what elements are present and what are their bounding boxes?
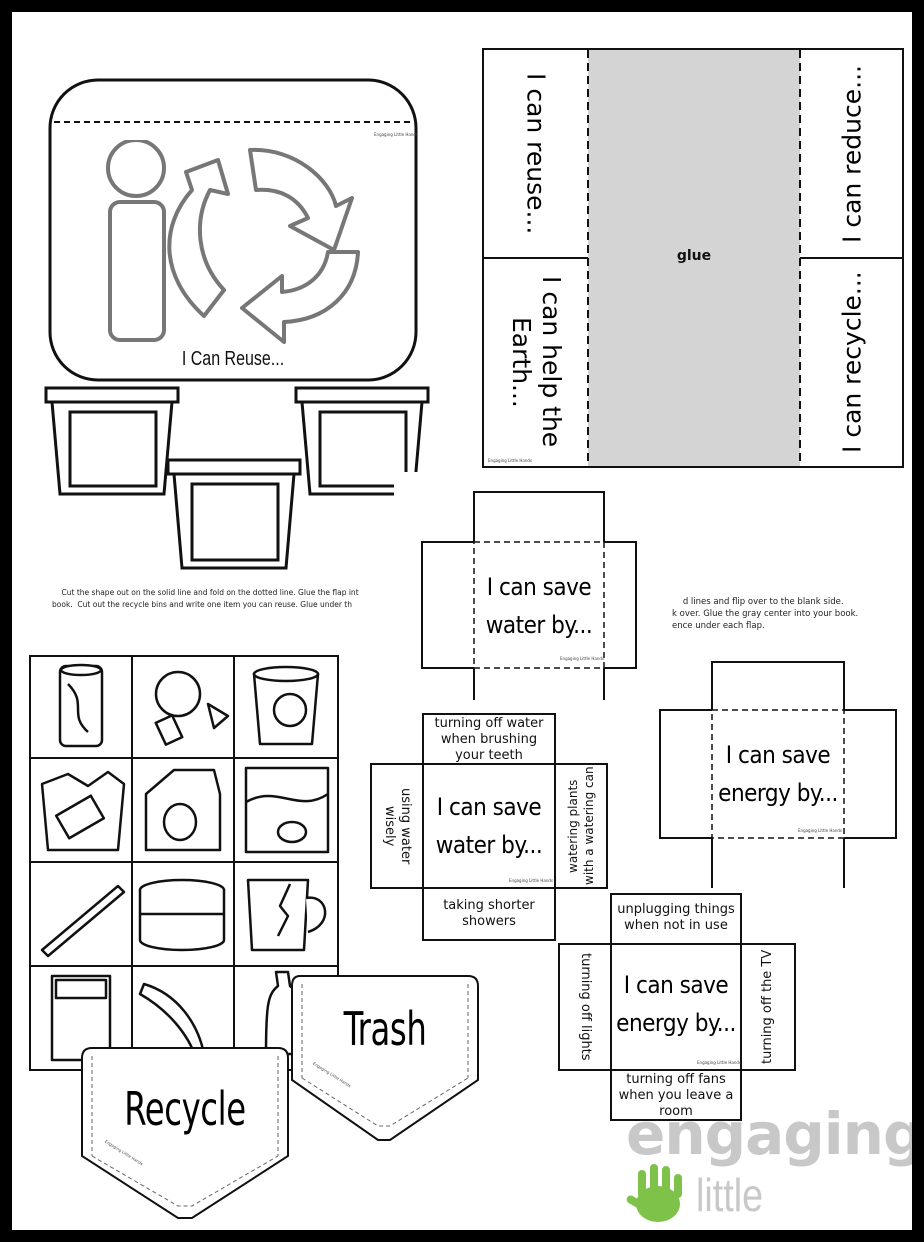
flap-reduce: I can reduce... <box>837 65 867 243</box>
flip-instructions-text: d lines and flip over to the blank side.… <box>672 597 859 631</box>
energy-filled-net: unplugging things when not in use turnin… <box>557 892 799 1122</box>
energy-tip-left-text: turning off lights <box>578 953 593 1061</box>
energy-tip-right-text: turning off the TV <box>760 949 775 1065</box>
brand-label: Engaging Little Hands <box>509 878 553 883</box>
recycle-bin-icons <box>44 386 432 582</box>
brand-label: Engaging Little Hands <box>798 828 842 833</box>
brand-label: Engaging Little Hands <box>488 458 532 463</box>
green-hand-icon <box>626 1164 682 1222</box>
water-tip-bottom: taking shorter showers <box>443 898 535 929</box>
flip-book: glue I can reuse... I can help the Earth… <box>482 48 904 468</box>
brand-label: Engaging Little Hands <box>697 1060 741 1065</box>
trash-pocket-label: Trash <box>343 1002 427 1056</box>
recycle-pocket: Recycle Engaging Little Hands <box>80 1046 290 1222</box>
tin-can-icon <box>138 878 226 952</box>
water-tip-left: using water wisely <box>373 766 421 886</box>
water-blank-net: I can save water by... Engaging Little H… <box>420 490 670 702</box>
flap-help-earth: I can help the Earth... <box>507 276 566 448</box>
brand-label: Engaging Little Hands <box>560 656 604 661</box>
water-filled-outline <box>370 713 608 941</box>
energy-filled-title: I can save energy by... <box>616 971 736 1037</box>
flip-instructions: d lines and flip over to the blank side.… <box>672 584 912 644</box>
flap-recycle: I can recycle... <box>837 271 867 453</box>
trash-pocket: Trash Engaging Little Hands <box>290 974 480 1144</box>
energy-tip-left: turning off lights <box>561 946 609 1068</box>
energy-tip-top: unplugging things when not in use <box>617 902 735 933</box>
reuse-instructions: Cut the shape out on the solid line and … <box>52 575 392 623</box>
cereal-box-icon <box>50 974 112 1062</box>
glue-area <box>588 50 800 466</box>
water-tip-right: watering plants with a watering can <box>557 766 605 886</box>
reuse-book-title: I Can Reuse... <box>181 348 285 370</box>
reuse-bins <box>42 382 432 582</box>
water-filled-title: I can save water by... <box>435 793 543 859</box>
reuse-fold-book: I Can Reuse... Engaging Little Hands <box>48 78 418 382</box>
light-bulb-icon <box>154 670 230 746</box>
yogurt-cup-icon <box>252 665 320 746</box>
milk-carton-icon <box>144 768 222 852</box>
water-tip-top: turning off water when brushing your tee… <box>434 716 544 763</box>
brand-label: Engaging Little Hands <box>374 132 418 137</box>
energy-blank-title: I can save energy by... <box>718 741 838 807</box>
reuse-instructions-text: Cut the shape out on the solid line and … <box>52 588 359 609</box>
straw-icon <box>40 884 126 958</box>
water-net-outline <box>421 491 637 700</box>
recycle-pocket-outline <box>81 1047 289 1219</box>
energy-blank-net: I can save energy by... Engaging Little … <box>658 660 898 890</box>
energy-net-outline <box>659 661 897 888</box>
water-tip-left-text: using water wisely <box>382 787 413 865</box>
glue-label: glue <box>676 248 712 264</box>
flap-reuse: I can reuse... <box>521 73 551 235</box>
energy-tip-bottom: turning off fans when you leave a room <box>618 1072 734 1119</box>
engaging-little-hands-logo: engaging little hands <box>618 1100 912 1230</box>
recycle-pocket-label: Recycle <box>124 1082 246 1136</box>
ic-recycle-icon <box>106 140 360 344</box>
water-blank-title: I can save water by... <box>485 573 593 639</box>
plastic-bag-icon <box>244 766 330 854</box>
energy-filled-outline <box>558 893 796 1121</box>
soda-can-icon <box>58 663 104 748</box>
water-tip-right-text: watering plants with a watering can <box>566 766 596 886</box>
candy-wrapper-icon <box>40 770 126 852</box>
flip-book-lines <box>484 50 902 466</box>
energy-tip-right: turning off the TV <box>743 946 793 1068</box>
trash-pocket-outline <box>291 975 479 1141</box>
water-filled-net: turning off water when brushing your tee… <box>369 712 611 942</box>
logo-line1: engaging <box>626 1100 924 1168</box>
broken-mug-icon <box>246 878 327 952</box>
logo-line2: little hands <box>696 1169 799 1230</box>
